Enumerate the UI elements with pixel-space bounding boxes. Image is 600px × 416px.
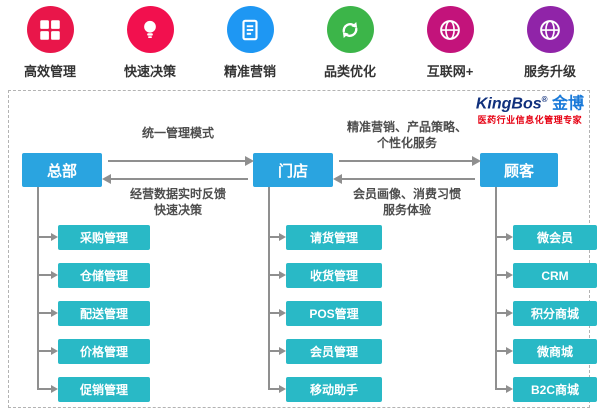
- flow-item: 会员管理: [286, 339, 382, 364]
- benefit-item: 服务升级: [500, 6, 600, 80]
- arrow-hq-to-store: [108, 156, 254, 166]
- flow-item: CRM: [513, 263, 597, 288]
- registered-mark: ®: [541, 95, 548, 104]
- connector-line: [37, 187, 39, 390]
- branch-arrow: [38, 347, 58, 355]
- branch-arrow: [496, 233, 513, 241]
- branch-arrow: [496, 271, 513, 279]
- flow-item: 配送管理: [58, 301, 150, 326]
- grid-icon: [26, 6, 74, 53]
- benefit-item: 精准营销: [200, 6, 300, 80]
- benefit-label: 精准营销: [223, 64, 276, 79]
- bulb-icon: [126, 6, 174, 53]
- benefit-label: 高效管理: [23, 64, 76, 79]
- branch-arrow: [269, 347, 286, 355]
- benefit-label: 互联网+: [426, 64, 474, 79]
- brand-logo: KingBos® 金博 医药行业信息化管理专家: [476, 95, 584, 125]
- flow-item: 积分商城: [513, 301, 597, 326]
- document-icon: [226, 6, 274, 53]
- branch-arrow: [496, 347, 513, 355]
- node-store: 门店: [253, 153, 333, 187]
- connector-line: [495, 187, 497, 390]
- flow-item: 移动助手: [286, 377, 382, 402]
- benefit-item: 高效管理: [0, 6, 100, 80]
- branch-arrow: [269, 233, 286, 241]
- sync-icon: [326, 6, 374, 53]
- benefit-item: 快速决策: [100, 6, 200, 80]
- branch-arrow: [38, 385, 58, 393]
- arrow-customer-to-store: [333, 174, 475, 184]
- branch-arrow: [496, 309, 513, 317]
- link1-top-label: 统一管理模式: [141, 126, 214, 140]
- branch-arrow: [38, 233, 58, 241]
- flow-item: 收货管理: [286, 263, 382, 288]
- benefit-item: 品类优化: [300, 6, 400, 80]
- flow-item: 促销管理: [58, 377, 150, 402]
- link1-bottom-label: 经营数据实时反馈 快速决策: [129, 187, 226, 217]
- benefit-label: 品类优化: [323, 64, 376, 79]
- arrow-store-to-customer: [339, 156, 481, 166]
- link2-top-label: 精准营销、产品策略、 个性化服务: [346, 120, 467, 150]
- branch-arrow: [269, 271, 286, 279]
- flow-item: 仓储管理: [58, 263, 150, 288]
- node-headquarters: 总部: [22, 153, 102, 187]
- branch-arrow: [496, 385, 513, 393]
- branch-arrow: [38, 309, 58, 317]
- branch-arrow: [269, 309, 286, 317]
- branch-arrow: [38, 271, 58, 279]
- flow-item: 微会员: [513, 225, 597, 250]
- flow-item: 微商城: [513, 339, 597, 364]
- flow-item: B2C商城: [513, 377, 597, 402]
- node-customer: 顾客: [480, 153, 558, 187]
- globe-icon: [526, 6, 574, 53]
- brand-name-cn: 金博: [551, 95, 584, 113]
- flow-item: 请货管理: [286, 225, 382, 250]
- benefit-label: 快速决策: [123, 64, 176, 79]
- benefits-row: 高效管理 快速决策 精准营销: [0, 6, 600, 80]
- brand-tagline: 医药行业信息化管理专家: [477, 114, 583, 125]
- benefit-item: 互联网+: [400, 6, 500, 80]
- flow-item: 采购管理: [58, 225, 150, 250]
- benefit-label: 服务升级: [523, 64, 576, 79]
- globe-icon: [426, 6, 474, 53]
- brand-name: KingBos: [475, 95, 542, 113]
- branch-arrow: [269, 385, 286, 393]
- arrow-store-to-hq: [102, 174, 248, 184]
- connector-line: [268, 187, 270, 390]
- link2-bottom-label: 会员画像、消费习惯 服务体验: [352, 187, 461, 217]
- flow-item: 价格管理: [58, 339, 150, 364]
- flow-item: POS管理: [286, 301, 382, 326]
